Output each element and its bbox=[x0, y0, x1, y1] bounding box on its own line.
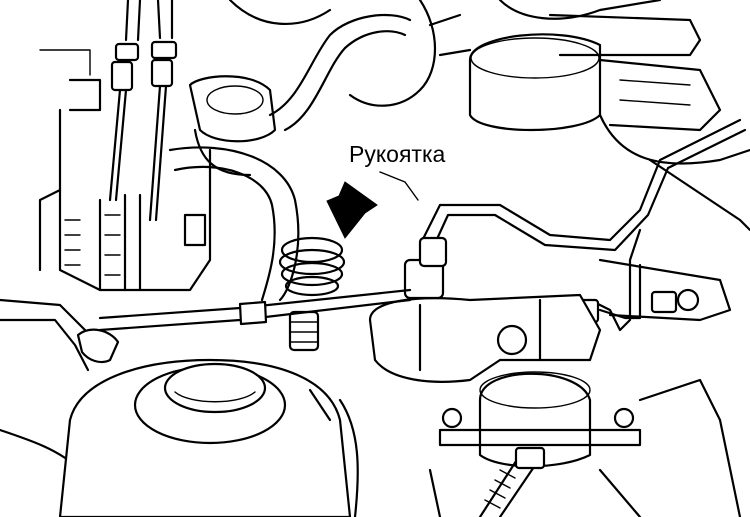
throttle-cables bbox=[108, 0, 178, 222]
callout-label: Рукоятка bbox=[349, 141, 446, 167]
lower-right-component bbox=[428, 371, 742, 517]
callout-arrow bbox=[326, 181, 378, 239]
reservoir-cap bbox=[58, 358, 359, 517]
center-hose bbox=[168, 146, 300, 302]
upper-hoses bbox=[188, 0, 472, 177]
injection-pump-assembly bbox=[38, 49, 212, 292]
callout-leader bbox=[379, 171, 419, 201]
master-cylinder bbox=[368, 236, 732, 383]
reservoir-top-right bbox=[468, 0, 750, 232]
handle-spring bbox=[278, 236, 346, 352]
handle-rod bbox=[98, 288, 412, 332]
